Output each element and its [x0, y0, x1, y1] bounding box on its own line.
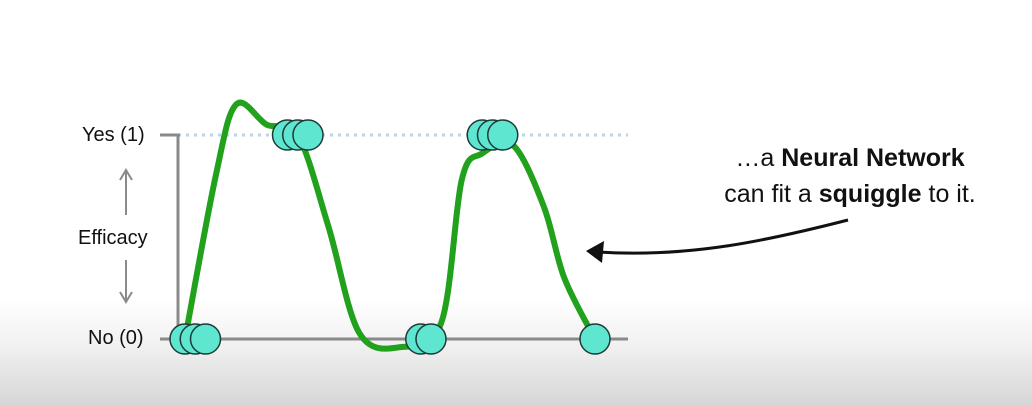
callout-arrowhead	[586, 241, 604, 263]
data-point	[487, 119, 519, 151]
callout-line-2: can fit a squiggle to it.	[640, 176, 1032, 212]
yes-label: Yes (1)	[82, 124, 145, 146]
efficacy-label: Efficacy	[78, 227, 148, 249]
data-point	[292, 119, 324, 151]
data-point	[579, 323, 611, 355]
callout-line-2-end: to it.	[921, 180, 976, 208]
callout-line-1: …a Neural Network	[640, 140, 1032, 176]
callout-line-1-text: …a	[735, 144, 782, 172]
callout-arrow	[597, 218, 849, 255]
callout-squiggle: squiggle	[818, 180, 922, 208]
data-point	[415, 323, 447, 355]
efficacy-arrow	[119, 168, 133, 304]
data-points	[169, 119, 611, 355]
callout-line-2-text: can fit a	[724, 180, 819, 208]
no-label: No (0)	[88, 327, 144, 349]
data-point	[189, 323, 222, 355]
squiggle-curve	[182, 99, 598, 352]
callout-text: …a Neural Network can fit a squiggle to …	[640, 140, 1032, 212]
callout-neural-network: Neural Network	[781, 144, 965, 172]
